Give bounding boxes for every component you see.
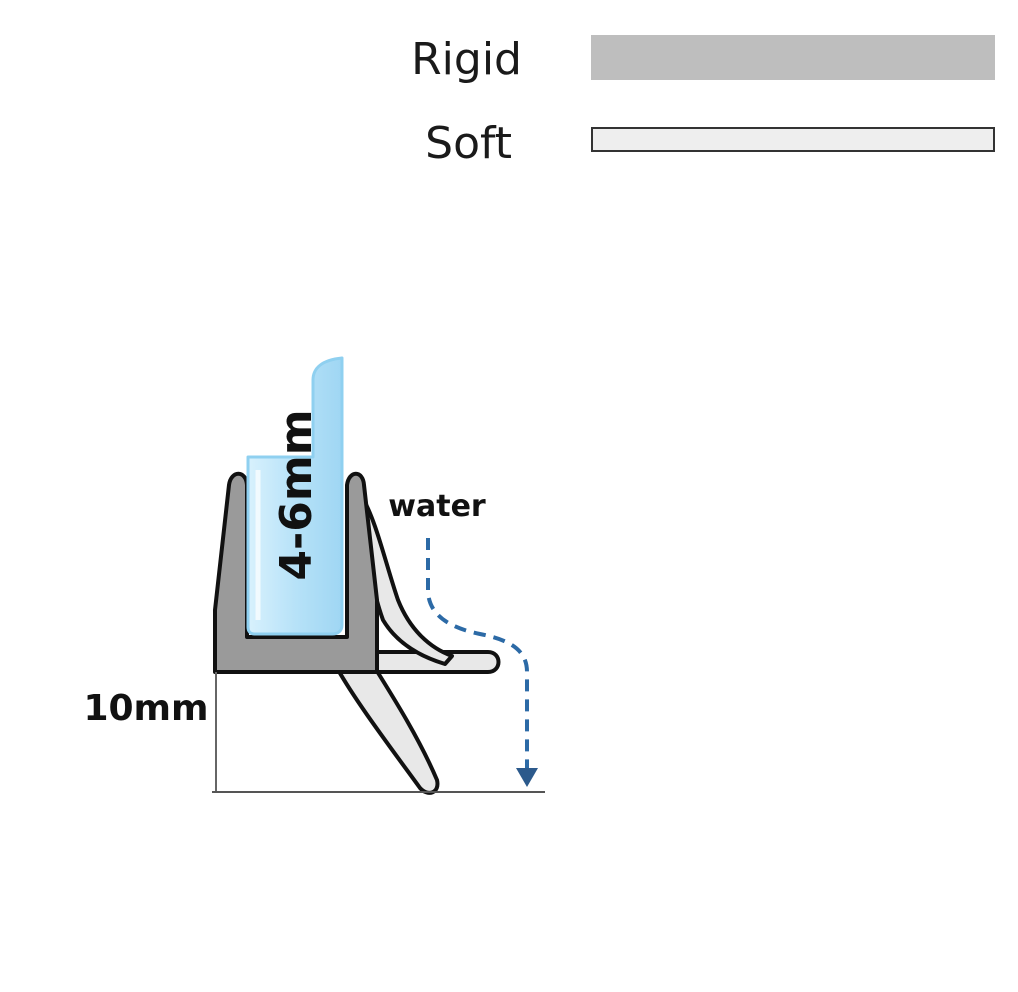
water-path-arrow (426, 538, 529, 772)
legend-label-soft: Soft (425, 118, 512, 169)
glass-thickness-label: 4-6mm (271, 409, 322, 580)
legend-label-rigid: Rigid (411, 34, 522, 85)
glass-panel (246, 356, 344, 636)
lower-soft-fin (335, 666, 440, 795)
legend-swatch-soft (591, 127, 995, 152)
legend-swatch-rigid (591, 35, 995, 80)
water-arrowhead (516, 768, 538, 787)
water-label: water (388, 489, 486, 524)
rigid-u-channel (213, 471, 379, 674)
height-label: 10mm (83, 688, 208, 729)
